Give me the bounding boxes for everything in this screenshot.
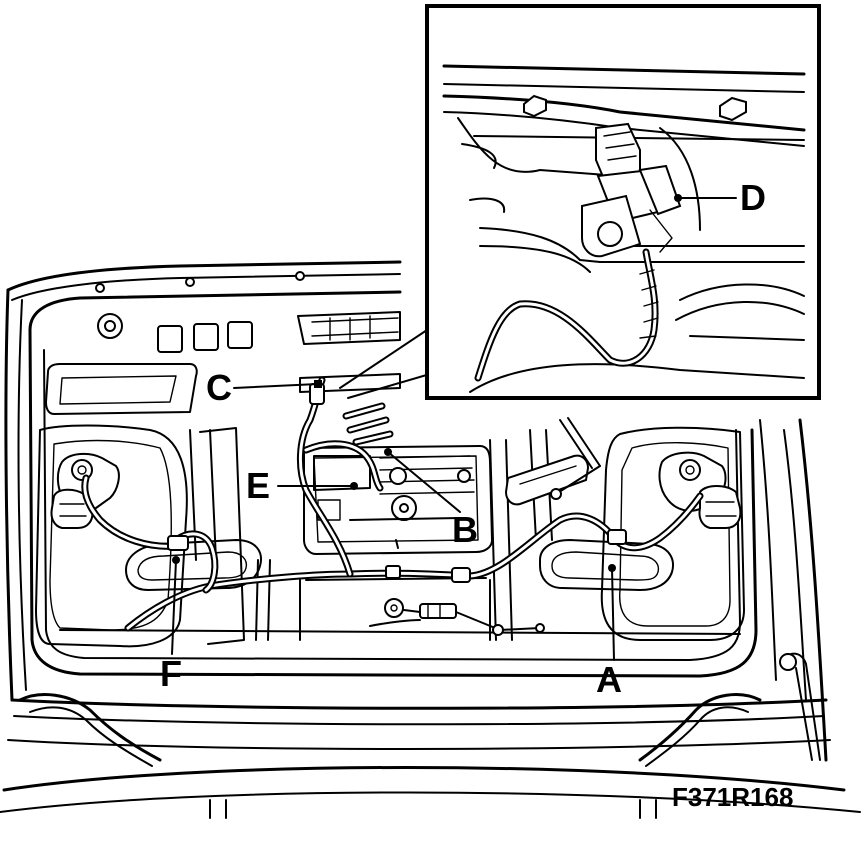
wiring-harness — [81, 376, 704, 632]
label-b: B — [452, 509, 478, 550]
inset-callout-lines — [339, 327, 431, 399]
figure-code: F371R168 — [672, 782, 793, 812]
inset-detail — [425, 4, 821, 400]
label-f: F — [160, 653, 182, 694]
labels: C E D B F A F371R168 — [160, 177, 793, 812]
right-light-assembly — [658, 451, 742, 529]
lock-actuator — [504, 417, 601, 506]
leader-lines — [171, 194, 737, 661]
upper-panel-features — [45, 311, 401, 415]
bottom-connectors — [369, 598, 545, 636]
label-a: A — [596, 659, 622, 700]
trunk-lid-body — [0, 260, 861, 819]
label-e: E — [246, 465, 270, 506]
latch-mounting-plate — [303, 445, 493, 555]
label-c: C — [206, 367, 232, 408]
label-d: D — [740, 177, 766, 218]
